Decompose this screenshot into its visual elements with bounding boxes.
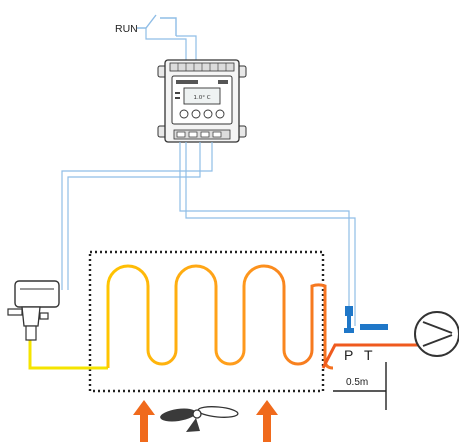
t-label: T [364,347,373,363]
pressure-sensor-icon [344,306,354,333]
distance-dimension [333,362,387,410]
suction-line [321,343,421,369]
distance-label: 0.5m [346,377,368,388]
p-label: P [344,347,353,363]
airflow-arrow-icon [133,400,278,442]
controller-buttons [179,109,225,119]
evaporator-coil [106,264,334,370]
run-signal-wires [145,28,197,60]
controller-icon: 1.0° C [157,59,247,143]
run-label: RUN [115,23,138,35]
temperature-sensor-icon [360,324,388,330]
compressor-icon [414,311,459,357]
expansion-valve-icon [7,280,60,341]
switch-icon [137,14,177,36]
liquid-line [28,340,108,370]
fan-icon [160,406,239,432]
evaporator-box [88,250,325,393]
controller-signal-wires [61,142,356,326]
controller-display: 1.0° C [193,95,210,101]
